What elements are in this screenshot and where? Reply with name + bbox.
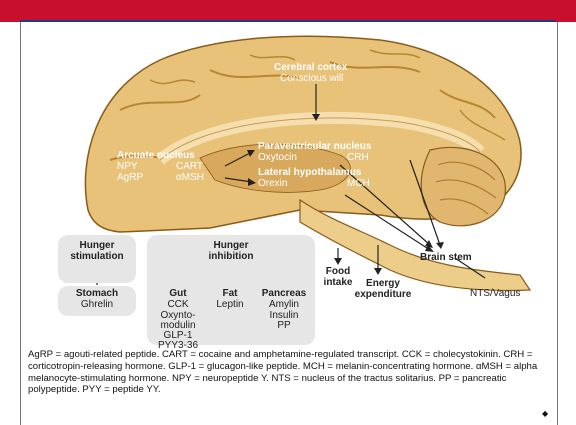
lh-title: Lateral hypothalamus — [258, 167, 361, 178]
lh-orexin: Orexin — [258, 178, 287, 189]
arcuate-amsh: αMSH — [176, 172, 204, 183]
fat-item-0: Leptin — [208, 299, 252, 310]
hunger-inh-title: Hunger inhibition — [195, 240, 267, 262]
abbreviation-footnote: AgRP = agouti-related peptide. CART = co… — [28, 349, 550, 396]
pancreas-label: Pancreas — [255, 288, 313, 299]
arcuate-cart: CART — [176, 161, 203, 172]
cortex-sub: Conscious will — [280, 73, 343, 84]
stomach-label: Stomach — [58, 288, 136, 299]
pancreas-item-2: PP — [255, 320, 313, 331]
lh-mch: MCH — [347, 178, 370, 189]
cortex-title: Cerebral cortex — [274, 62, 347, 73]
brainstem-label: Brain stem — [420, 252, 472, 263]
gut-item-0: CCK — [155, 299, 201, 310]
pvn-oxytocin: Oxytocin — [258, 152, 297, 163]
arcuate-title: Arcuate nucleus — [117, 150, 195, 161]
pvn-title: Paraventricular nucleus — [258, 141, 371, 152]
arcuate-agrp: AgRP — [117, 172, 143, 183]
pancreas-item-0: Amylin — [255, 299, 313, 310]
fat-label: Fat — [208, 288, 252, 299]
bullet-icon: ◆ — [542, 409, 548, 418]
ghrelin-label: Ghrelin — [58, 299, 136, 310]
energy-label: Energy expenditure — [348, 278, 418, 300]
gut-label: Gut — [155, 288, 201, 299]
nts-label: NTS/Vagus — [470, 288, 520, 299]
arcuate-npy: NPY — [117, 161, 138, 172]
pvn-crh: CRH — [347, 152, 369, 163]
hunger-stim-title: Hunger stimulation — [58, 240, 136, 262]
